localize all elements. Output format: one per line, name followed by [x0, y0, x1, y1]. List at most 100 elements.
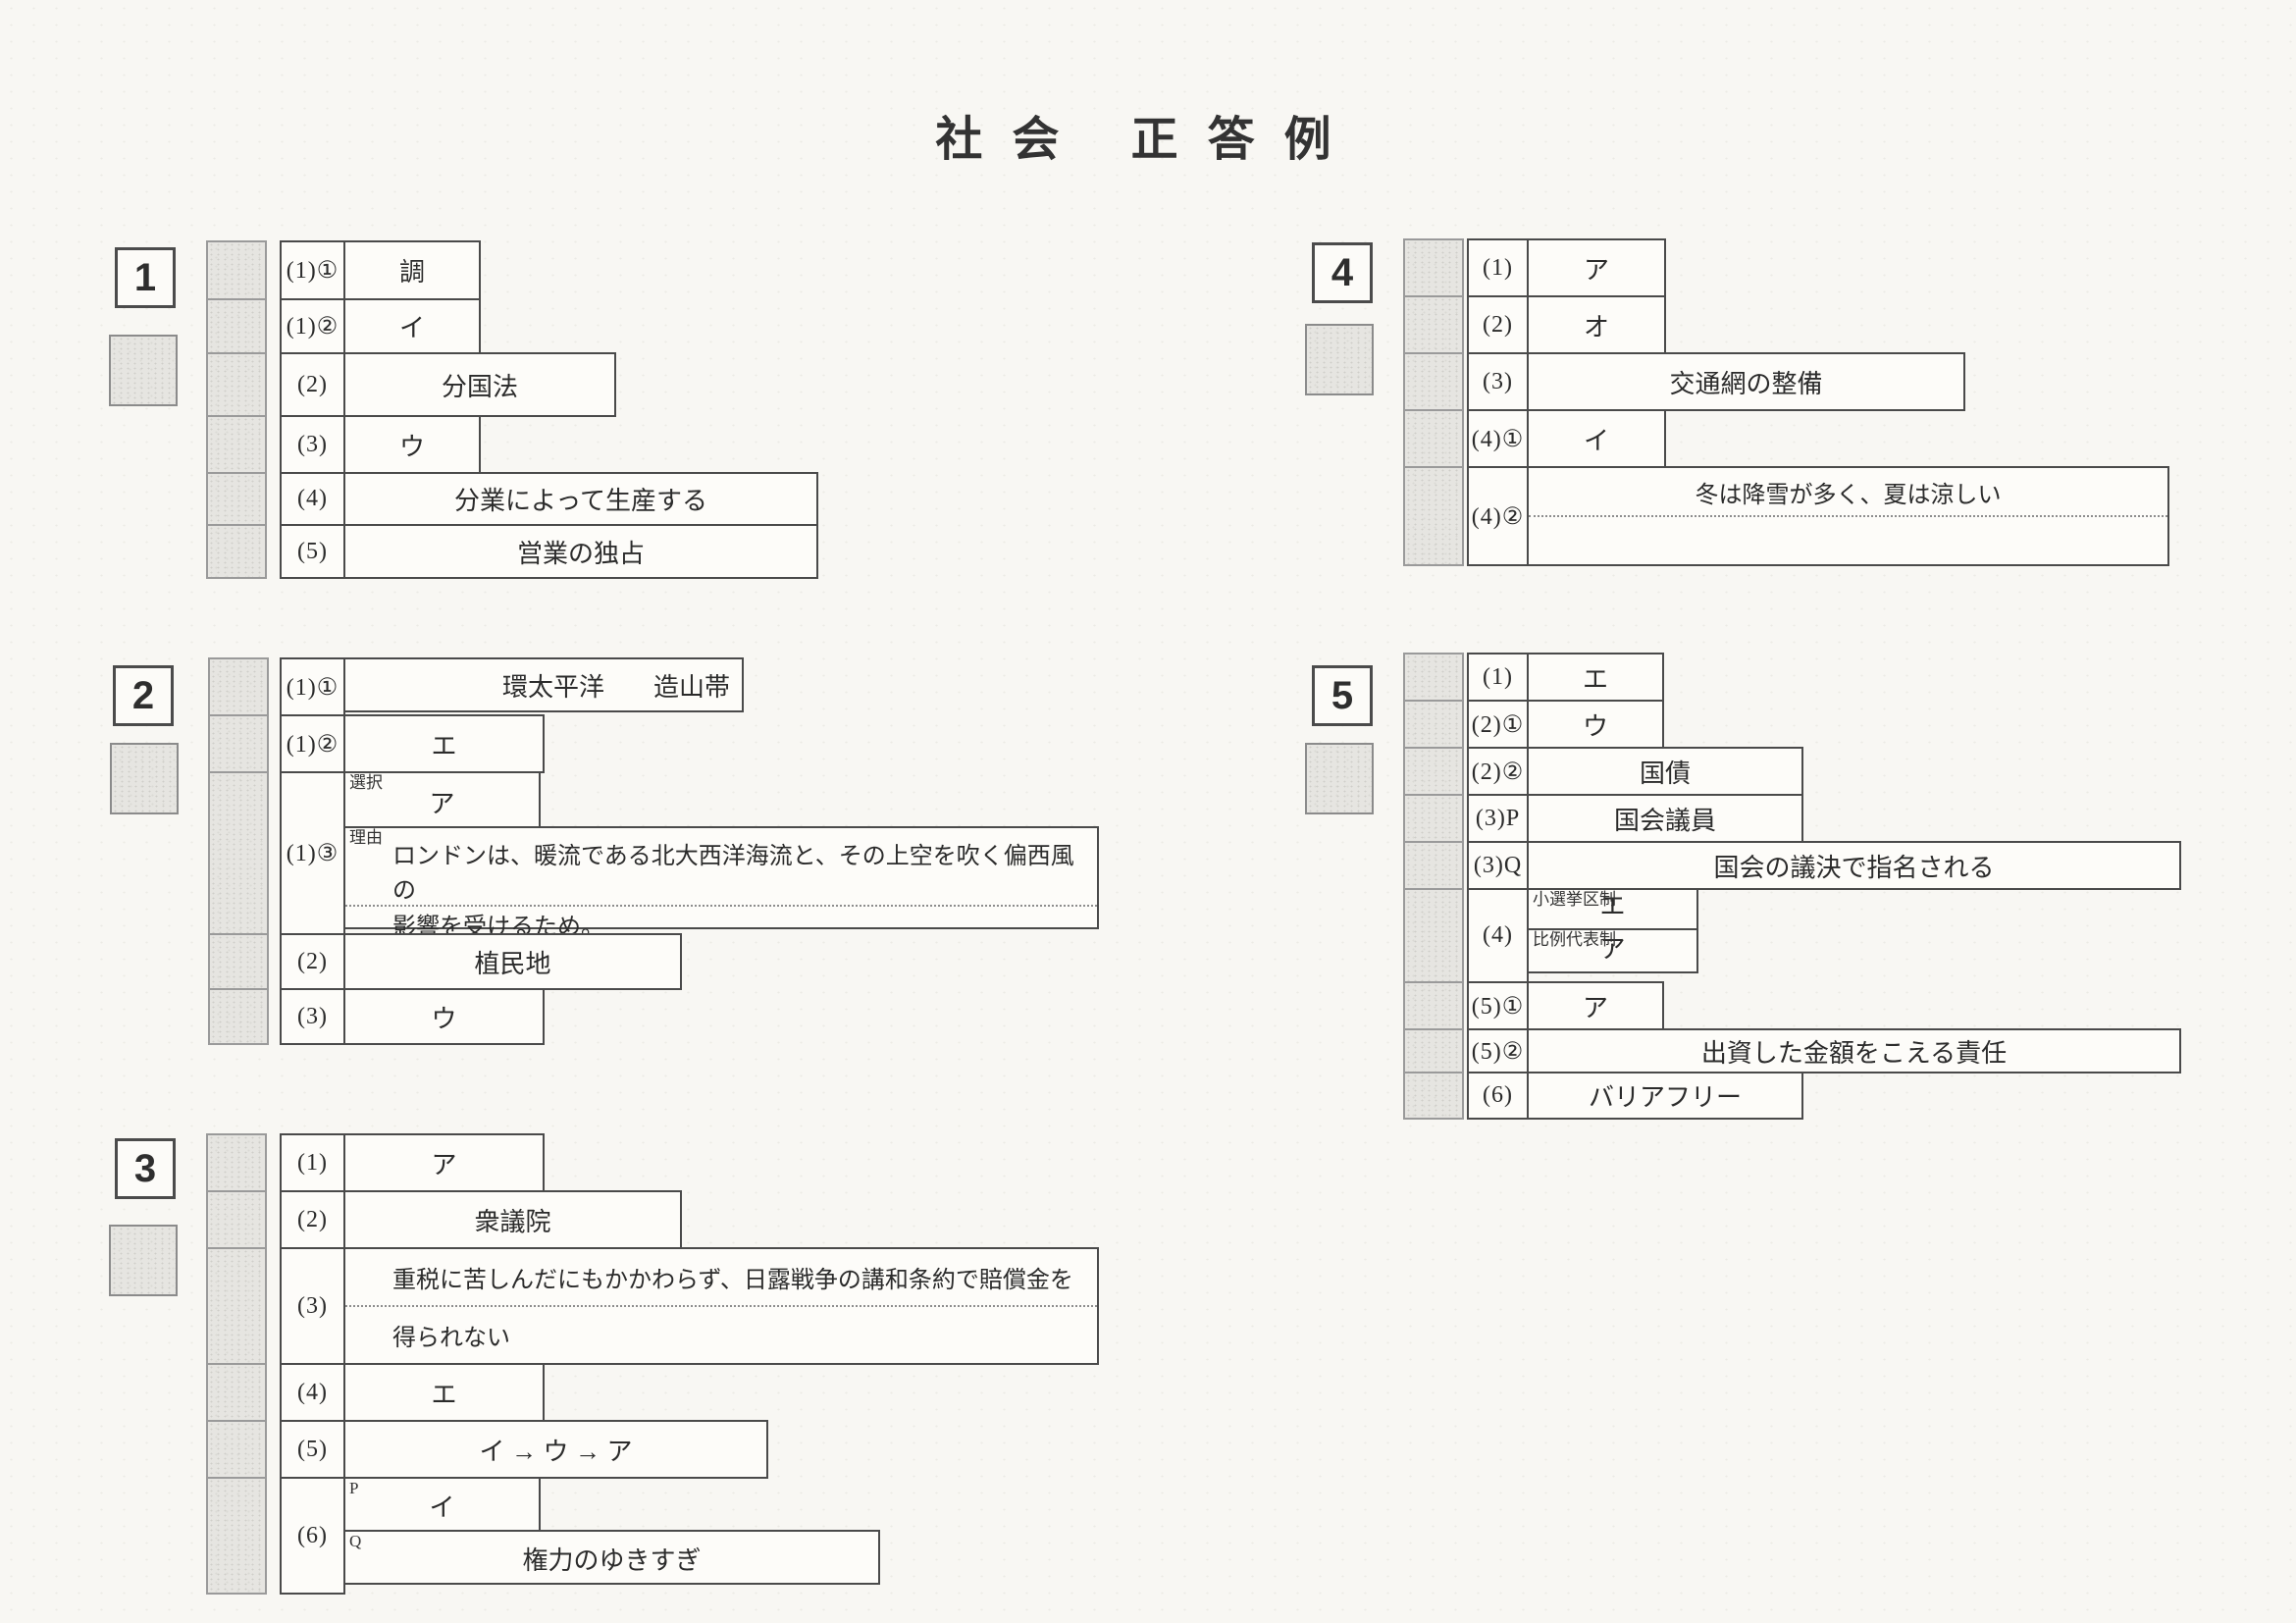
score-strip-cell [206, 415, 267, 474]
question-label: (1) [280, 1133, 345, 1192]
answer-text: ウ [398, 432, 425, 461]
answer-text: 国会の議決で指名される [1713, 853, 1995, 882]
answer-cells: 冬は降雪が多く、夏は涼しい [1527, 466, 2169, 566]
question-label: (5)② [1467, 1028, 1529, 1073]
score-strip-cell [206, 524, 267, 579]
score-strip-cell [208, 714, 269, 773]
score-strip-cell [1403, 888, 1464, 983]
score-strip-cell [1403, 1028, 1464, 1073]
sub-label: P [349, 1479, 359, 1497]
answer-cells: 営業の独占 [343, 524, 818, 579]
answer-cells: ア [1527, 238, 1666, 297]
answer-text: イ → ウ → ア [479, 1437, 633, 1466]
answer-text: ア [429, 790, 455, 818]
sub-label: 選択 [349, 773, 383, 792]
answer-line [1529, 517, 2167, 564]
score-strip-cell [1403, 409, 1464, 468]
score-box [1305, 743, 1374, 814]
score-box [109, 1225, 178, 1296]
answer-cell: ウ [343, 988, 545, 1045]
score-strip [206, 1133, 267, 1595]
question-label: (5)① [1467, 981, 1529, 1030]
answer-cell: 国会の議決で指名される [1527, 841, 2181, 890]
answer-text: エ [1599, 892, 1626, 920]
score-strip-cell [1403, 981, 1464, 1030]
question-label: (2) [280, 352, 345, 417]
answer-line: 重税に苦しんだにもかかわらず、日露戦争の講和条約で賠償金を [345, 1249, 1097, 1307]
answer-cell: バリアフリー [1527, 1072, 1803, 1120]
question-label: (2) [1467, 295, 1529, 354]
question-label: (5) [280, 524, 345, 579]
score-strip-cell [1403, 238, 1464, 297]
answer-cell: 調 [343, 240, 481, 300]
answer-cells: 交通網の整備 [1527, 352, 1965, 411]
answer-cell: イ [1527, 409, 1666, 468]
score-strip-cell [1403, 794, 1464, 843]
answer-cells: 小選挙区制エ比例代表制ア [1527, 888, 1698, 973]
answer-text: 出資した金額をこえる責任 [1700, 1038, 2008, 1068]
answer-cell: エ [343, 1363, 545, 1422]
score-strip-cell [208, 771, 269, 935]
answer-part: 造山帯 [652, 672, 730, 702]
score-strip [1403, 653, 1464, 1120]
answer-cells: イ → ウ → ア [343, 1420, 768, 1479]
question-label: (1)② [280, 298, 345, 354]
question-label: (1)① [280, 240, 345, 300]
score-strip-cell [206, 1247, 267, 1365]
section-number-box: 5 [1312, 665, 1373, 726]
answer-cells: 国会の議決で指名される [1527, 841, 2181, 890]
answer-lines: 冬は降雪が多く、夏は涼しい [1529, 468, 2167, 564]
score-strip-cell [1403, 352, 1464, 411]
score-strip-cell [1403, 747, 1464, 796]
answer-text: ア [1599, 935, 1626, 964]
answer-cells: ア [343, 1133, 545, 1192]
answer-cells: 出資した金額をこえる責任 [1527, 1028, 2181, 1073]
answer-cell: エ [1527, 653, 1664, 702]
answer-cells: 国債 [1527, 747, 1803, 796]
sub-label: 理由 [349, 828, 383, 847]
answer-text: ウ [1582, 711, 1608, 741]
answer-cell: イ → ウ → ア [343, 1420, 768, 1479]
answer-cell: 国会議員 [1527, 794, 1803, 843]
answer-cell: エ [343, 714, 545, 773]
answer-text: ウ [431, 1004, 457, 1033]
answer-cells: イ [1527, 409, 1666, 468]
score-strip-cell [206, 352, 267, 417]
answer-cells: 衆議院 [343, 1190, 682, 1249]
score-strip-cell [206, 1363, 267, 1422]
answer-text: 国会議員 [1613, 806, 1716, 835]
score-strip-cell [206, 1420, 267, 1479]
answer-cell: 出資した金額をこえる責任 [1527, 1028, 2181, 1073]
answer-cell: ウ [343, 415, 481, 474]
answer-line: 冬は降雪が多く、夏は涼しい [1529, 468, 2167, 517]
answer-cell: 営業の独占 [343, 524, 818, 579]
answer-cells: ウ [1527, 700, 1664, 749]
answer-cells: 分国法 [343, 352, 616, 417]
answer-text: 分国法 [441, 372, 518, 401]
answer-cell: 環太平洋造山帯 [343, 657, 744, 712]
answer-cells: イ [343, 298, 481, 354]
question-label: (4) [1467, 888, 1529, 983]
section-number-box: 2 [113, 665, 174, 726]
score-strip-cell [1403, 700, 1464, 749]
answer-cell: 衆議院 [343, 1190, 682, 1249]
answer-cell: 分業によって生産する [343, 472, 818, 526]
question-label: (1)① [280, 657, 345, 716]
answer-text: イ [1583, 426, 1609, 455]
question-label: (2)② [1467, 747, 1529, 796]
sub-label: Q [349, 1532, 362, 1550]
answer-text: 調 [398, 258, 425, 287]
section-number-box: 1 [115, 247, 176, 308]
question-label: (4) [280, 472, 345, 526]
answer-cells: 国会議員 [1527, 794, 1803, 843]
score-strip-cell [206, 240, 267, 300]
score-strip-cell [206, 1477, 267, 1595]
answer-cell: ア [343, 1133, 545, 1192]
answer-text: 交通網の整備 [1669, 369, 1823, 398]
question-label: (5) [280, 1420, 345, 1479]
score-strip-cell [1403, 653, 1464, 702]
answer-cell: 小選挙区制エ [1527, 888, 1698, 930]
question-label: (3) [1467, 352, 1529, 411]
score-box [109, 335, 178, 406]
